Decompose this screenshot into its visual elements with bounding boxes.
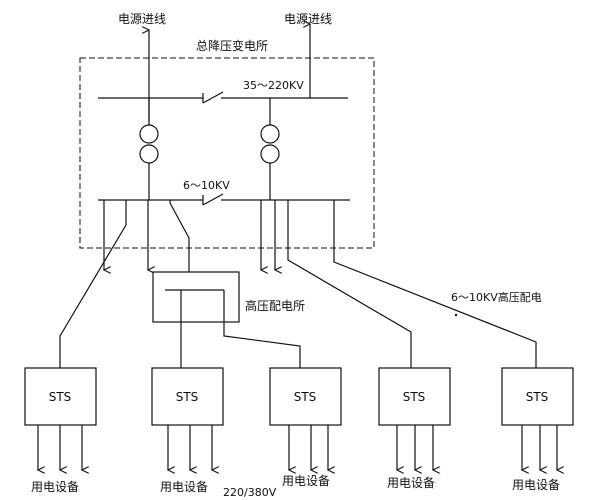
mv-line-label: 6～10KV高压配电 [451, 290, 542, 304]
feeder-to-sts-1 [59, 200, 127, 368]
hv-distribution-box [152, 271, 240, 323]
hv-voltage-label: 35～220KV [243, 79, 304, 92]
sts-unit-5: STS [501, 367, 574, 426]
hv-distribution-label: 高压配电所 [245, 298, 305, 313]
sts-label: STS [294, 390, 317, 404]
sts-unit-1: STS [24, 367, 97, 426]
main-substation-boundary [79, 57, 375, 249]
load-label: 用电设备 [387, 476, 435, 490]
sts-label: STS [403, 390, 426, 404]
load-label: 用电设备 [160, 480, 208, 494]
load-label: 用电设备 [282, 474, 330, 488]
sts-unit-3: STS [269, 367, 342, 426]
sts-label: STS [526, 390, 549, 404]
incoming-left-label: 电源进线 [118, 12, 166, 26]
line-marker-dot [454, 313, 458, 317]
sts-unit-2: STS [151, 367, 224, 426]
feeder-to-hv-distribution [169, 200, 190, 290]
incoming-right-label: 电源进线 [284, 12, 332, 26]
sts-label: STS [49, 390, 72, 404]
transformer-icon [139, 98, 159, 200]
load-label: 用电设备 [31, 480, 79, 494]
mv-voltage-label: 6～10KV [183, 179, 230, 192]
transformer-icon [260, 98, 280, 200]
hv-distribution-outgoing [223, 290, 301, 368]
lv-voltage-label: 220/380V [223, 486, 277, 499]
main-substation-label: 总降压变电所 [196, 38, 268, 53]
sts-label: STS [176, 390, 199, 404]
sts-4-outputs [397, 425, 433, 470]
load-label: 用电设备 [512, 478, 560, 492]
hv-tie-switch-icon [202, 91, 224, 104]
feeder-to-sts-5 [333, 200, 537, 368]
sts-2-outputs [168, 425, 212, 470]
sts-3-outputs [289, 425, 328, 470]
sts-5-outputs [522, 425, 557, 470]
sts-1-outputs [38, 425, 82, 470]
feeder-to-sts-4 [287, 200, 412, 368]
mv-tie-switch-icon [202, 193, 224, 206]
sts-unit-4: STS [378, 367, 451, 426]
